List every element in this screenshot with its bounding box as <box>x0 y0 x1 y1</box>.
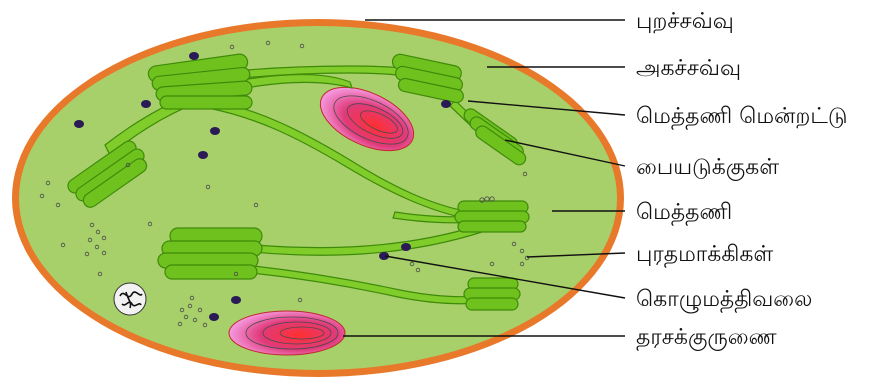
granum-bottom-right <box>464 278 520 310</box>
labels: புறச்சவ்வு அகச்சவ்வு மெத்தணி மென்றட்டு ப… <box>636 9 847 351</box>
label-stroma: மெத்தணி <box>636 200 732 226</box>
label-outer-membrane: புறச்சவ்வு <box>636 9 734 34</box>
dna-region <box>114 283 146 315</box>
label-thylakoid-membrane: மெத்தணி மென்றட்டு <box>636 104 847 130</box>
label-lipid-droplets: கொழுமத்திவலை <box>636 287 812 313</box>
label-grana: பையடுக்குகள் <box>636 155 779 181</box>
granum-center-right <box>455 197 529 232</box>
granum-center-left <box>158 228 262 279</box>
label-ribosomes: புரதமாக்கிகள் <box>636 242 773 268</box>
label-starch-granule: தரசக்குருணை <box>636 325 777 351</box>
label-inner-membrane: அகச்சவ்வு <box>636 56 741 81</box>
starch-granule-bottom <box>229 311 345 355</box>
